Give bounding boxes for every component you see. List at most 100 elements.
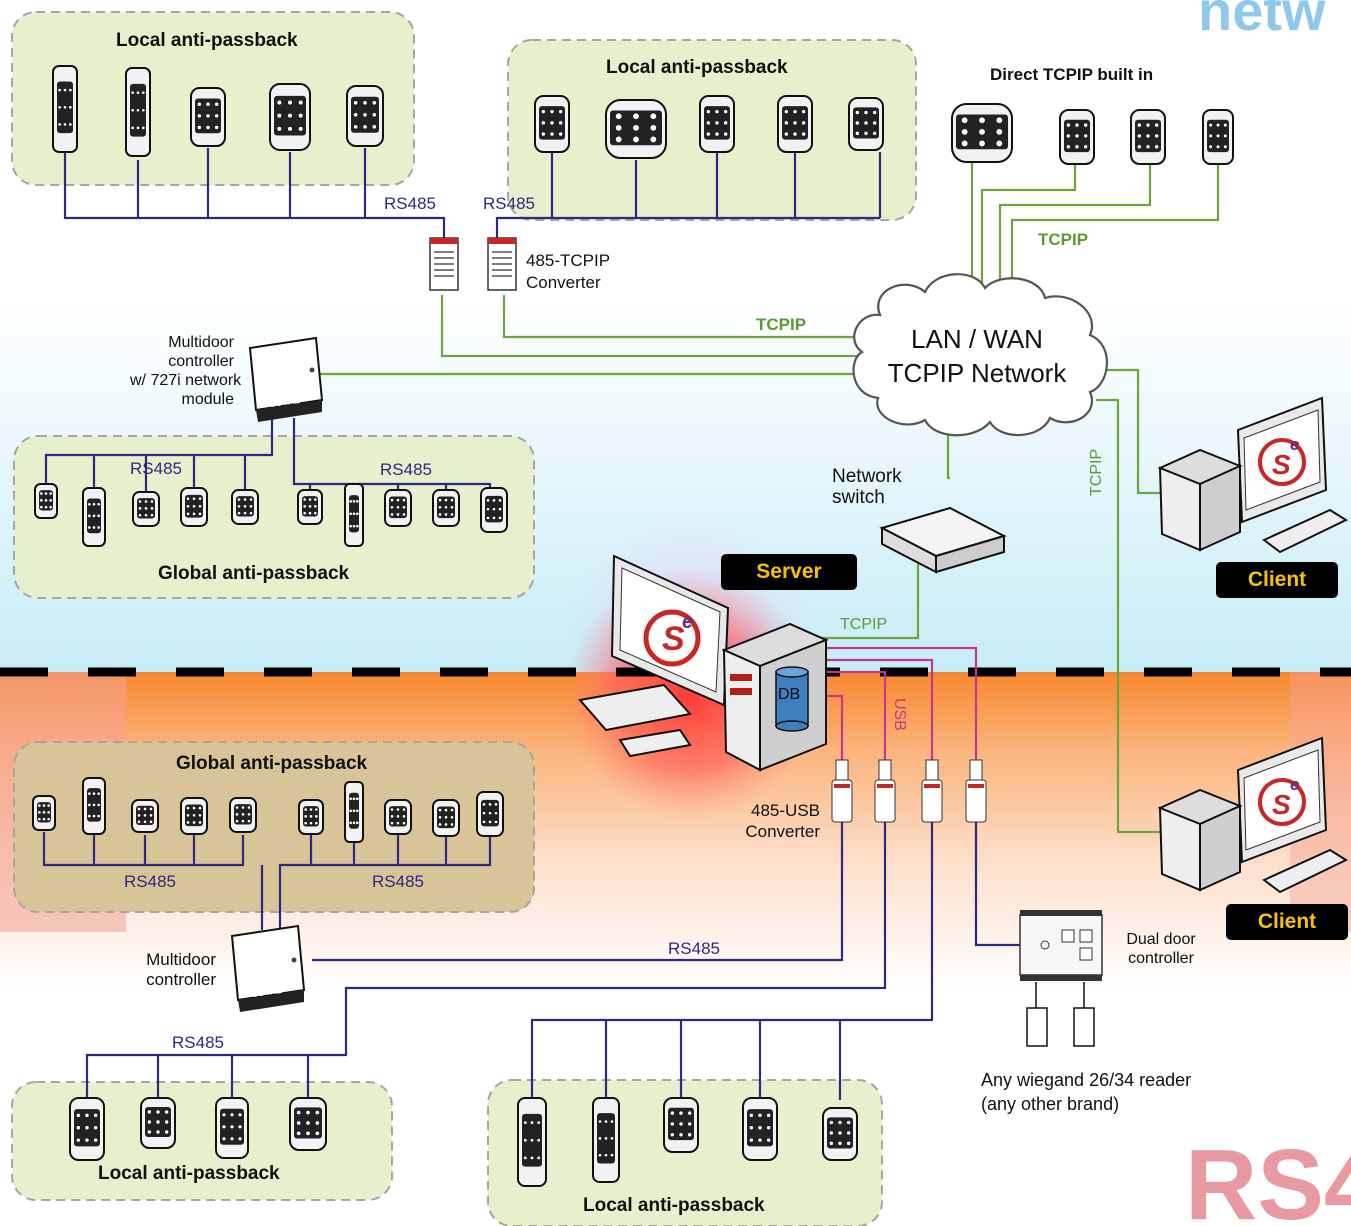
reader-device-icon bbox=[848, 97, 884, 151]
rs485-label: RS485 bbox=[483, 194, 535, 213]
tcpip-label: TCPIP bbox=[840, 616, 888, 633]
reader-device-icon bbox=[480, 487, 508, 533]
client-badge-top: Client bbox=[1216, 562, 1338, 598]
reader-device-icon bbox=[269, 83, 311, 151]
reader-device-icon bbox=[344, 483, 364, 547]
rs485-label: RS485 bbox=[380, 460, 432, 479]
reader-device-icon bbox=[432, 489, 460, 527]
reader-device-icon bbox=[32, 795, 56, 831]
zone-title-top-left: Local anti-passback bbox=[116, 30, 298, 51]
reader-device-icon bbox=[215, 1097, 249, 1159]
watermark-text: RS4 bbox=[1185, 1129, 1351, 1226]
reader-device-icon bbox=[605, 99, 667, 159]
reader-device-icon bbox=[289, 1097, 327, 1151]
lan-wan-cloud bbox=[852, 273, 1108, 437]
zone-title-bottom-mid: Local anti-passback bbox=[583, 1195, 765, 1216]
rs485-label: RS485 bbox=[384, 194, 436, 213]
client-computer-bottom: S e bbox=[1157, 736, 1349, 894]
reader-device-icon bbox=[384, 489, 412, 527]
reader-device-icon bbox=[82, 487, 106, 547]
reader-device-icon bbox=[432, 799, 460, 837]
switch-label-line1: Network bbox=[832, 466, 902, 487]
wiegand-reader-label: Any wiegand 26/34 reader (any other bran… bbox=[981, 1068, 1191, 1116]
rs485-label: RS485 bbox=[172, 1033, 224, 1052]
reader-device-icon bbox=[346, 85, 384, 147]
reader-device-icon bbox=[822, 1107, 858, 1161]
reader-device-icon bbox=[742, 1097, 778, 1161]
tcpip-label: TCPIP bbox=[1038, 230, 1089, 249]
usb-converter-line1: 485-USB bbox=[751, 801, 820, 820]
client-computer-top: S e bbox=[1157, 396, 1349, 554]
tcpip-label-vertical: TCPIP bbox=[1088, 448, 1105, 496]
reader-device-icon bbox=[297, 489, 323, 525]
server-badge: Server bbox=[721, 554, 857, 590]
svg-text:S: S bbox=[1272, 449, 1291, 480]
zone-title-global-top: Global anti-passback bbox=[158, 563, 350, 584]
reader-device-icon bbox=[69, 1097, 105, 1161]
usb-label-vertical: USB bbox=[891, 698, 908, 731]
rs485-label: RS485 bbox=[130, 459, 182, 478]
zone-title-bottom-left: Local anti-passback bbox=[98, 1163, 280, 1184]
reader-device-icon bbox=[52, 65, 78, 153]
db-label: DB bbox=[778, 686, 801, 703]
multidoor-line1: Multidoor bbox=[146, 950, 216, 969]
svg-text:e: e bbox=[1290, 435, 1299, 454]
multidoor-727i-line3: w/ 727i network bbox=[130, 372, 242, 389]
usb-converter-line2: Converter bbox=[745, 822, 820, 841]
converter-label-line1: 485-TCPIP bbox=[526, 251, 611, 270]
converter-label-line2: Converter bbox=[526, 273, 601, 292]
reader-device-icon bbox=[1059, 109, 1095, 165]
multidoor-727i-line2: controller bbox=[168, 353, 234, 370]
reader-device-icon bbox=[344, 781, 364, 843]
multidoor-727i-line1: Multidoor bbox=[168, 334, 234, 351]
reader-device-icon bbox=[1130, 109, 1166, 165]
reader-device-icon bbox=[298, 799, 324, 835]
rs485-label: RS485 bbox=[372, 872, 424, 891]
svg-text:S: S bbox=[662, 620, 685, 658]
usb-converter-label: 485-USB Converter bbox=[734, 800, 820, 842]
zone-title-top-mid: Local anti-passback bbox=[606, 57, 788, 78]
reader-device-icon bbox=[517, 1097, 547, 1187]
reader-device-icon bbox=[180, 797, 208, 835]
zone-title-direct: Direct TCPIP built in bbox=[990, 65, 1154, 84]
usb-converters bbox=[831, 759, 987, 823]
server-software-logo-icon: S e bbox=[643, 609, 701, 667]
reader-device-icon bbox=[699, 95, 735, 153]
usb-lines bbox=[822, 646, 978, 760]
multidoor-controller-bottom bbox=[230, 924, 306, 1012]
converter-485-tcpip-label: 485-TCPIP Converter bbox=[526, 250, 610, 294]
wiegand-line1: Any wiegand 26/34 reader bbox=[981, 1070, 1192, 1090]
zone-global-top bbox=[13, 435, 535, 599]
client-badge-bottom: Client bbox=[1226, 904, 1348, 940]
reader-device-icon bbox=[132, 491, 160, 527]
reader-device-icon bbox=[125, 67, 151, 157]
zone-title-global-bottom: Global anti-passback bbox=[176, 753, 368, 774]
rs485-lines bbox=[42, 148, 1020, 1100]
dual-door-controller-label: Dual door controller bbox=[1116, 930, 1206, 968]
dual-door-controller-board bbox=[1019, 910, 1103, 1047]
cloud-label-line1: LAN / WAN bbox=[911, 324, 1043, 354]
wiegand-line2: (any other brand) bbox=[981, 1094, 1120, 1114]
cloud-label: LAN / WAN TCPIP Network bbox=[862, 322, 1092, 390]
reader-device-icon bbox=[190, 87, 226, 147]
reader-device-icon bbox=[476, 791, 504, 837]
reader-device-icon bbox=[82, 777, 106, 835]
reader-devices bbox=[32, 65, 1234, 1187]
reader-device-icon bbox=[140, 1097, 176, 1149]
dual-line1: Dual door bbox=[1126, 931, 1196, 948]
multidoor-line2: controller bbox=[146, 970, 216, 989]
reader-device-icon bbox=[131, 799, 159, 833]
reader-device-icon bbox=[34, 483, 58, 519]
multidoor-controller-727i bbox=[248, 336, 324, 422]
zone-global-bottom bbox=[13, 741, 535, 913]
reader-device-icon bbox=[384, 799, 412, 835]
network-switch-device bbox=[879, 506, 1007, 574]
rs485-label: RS485 bbox=[124, 872, 176, 891]
db-cylinder bbox=[775, 666, 809, 732]
dual-line2: controller bbox=[1128, 950, 1194, 967]
reader-device-icon bbox=[777, 95, 813, 153]
switch-label-line2: switch bbox=[832, 487, 885, 508]
reader-device-icon bbox=[1202, 109, 1234, 165]
